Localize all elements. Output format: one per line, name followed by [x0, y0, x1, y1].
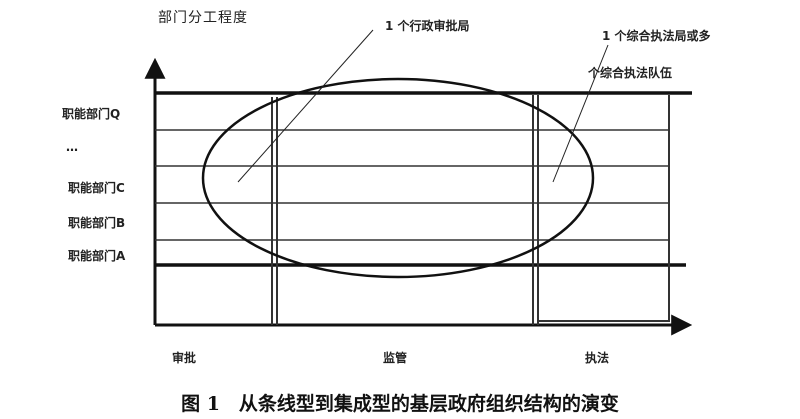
row-label-q: 职能部门Q	[62, 106, 120, 121]
column-label-approval: 审批	[172, 350, 196, 365]
y-axis-label: 部门分工程度	[158, 10, 248, 26]
annotation-right-line1: 1 个综合执法局或多	[602, 28, 711, 43]
column-label-supervision: 监管	[383, 350, 407, 365]
row-label-a: 职能部门A	[68, 248, 126, 263]
row-label-b: 职能部门B	[68, 215, 125, 230]
figure-caption: 图 1 从条线型到集成型的基层政府组织结构的演变	[181, 392, 619, 415]
column-label-enforcement: 执法	[585, 350, 609, 365]
row-label-c: 职能部门C	[68, 180, 125, 195]
row-label-ellipsis: …	[66, 140, 78, 154]
annotation-left: 1 个行政审批局	[385, 18, 470, 33]
leader-line-left	[237, 29, 374, 183]
annotation-right-line2: 个综合执法队伍	[587, 65, 672, 80]
leader-line-right	[552, 44, 609, 183]
integration-ellipse	[201, 77, 595, 279]
